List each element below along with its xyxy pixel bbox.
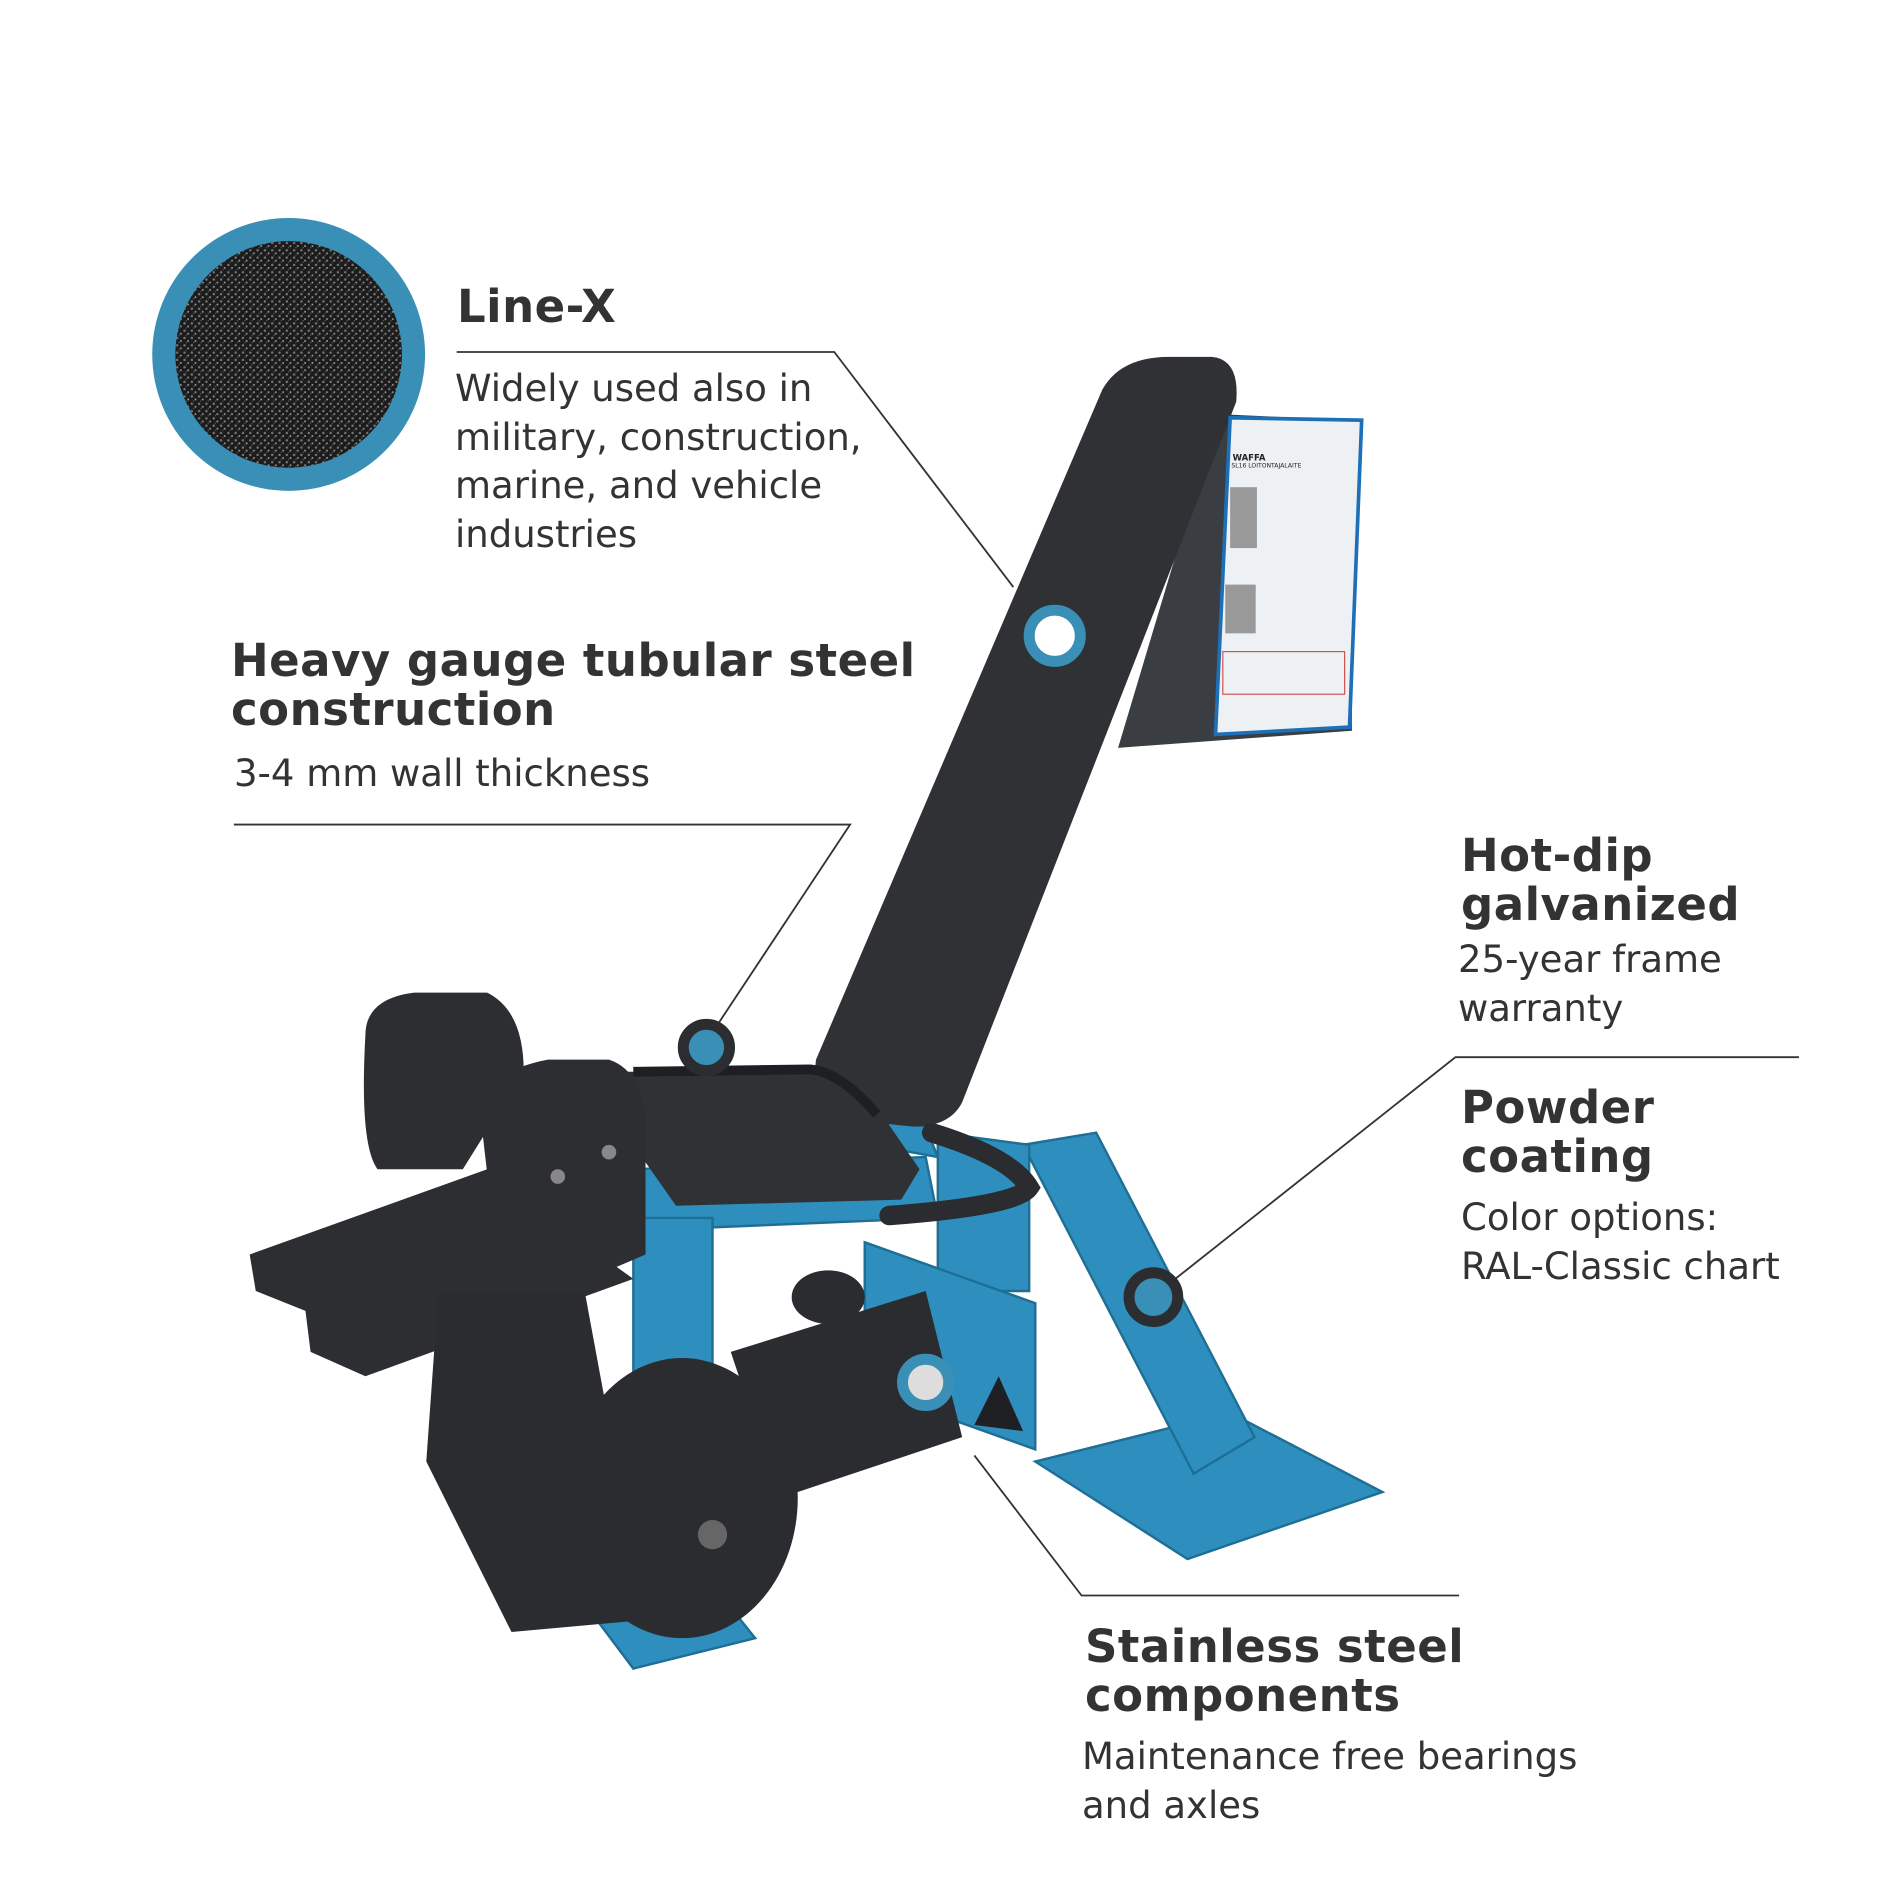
steel-description: 3-4 mm wall thickness (234, 752, 651, 795)
text-line: RAL-Classic chart (1461, 1244, 1780, 1288)
stainless-title: Stainless steel components (1085, 1622, 1464, 1720)
pivot-mechanism (426, 1270, 1024, 1639)
galvanized-description: 25-year frame warranty (1458, 936, 1722, 1033)
text-line: Color options: (1461, 1196, 1719, 1239)
text-line: Stainless steel (1085, 1620, 1465, 1673)
leg-pads (249, 992, 646, 1377)
text-line: Hot-dip (1461, 829, 1654, 882)
powder-description: Color options: RAL-Classic chart (1461, 1194, 1780, 1291)
sign-brand: WAFFA (1233, 453, 1266, 463)
instruction-sign: WAFFA SL16 LOITONTAJALAITE (1213, 415, 1364, 737)
text-line: galvanized (1461, 878, 1741, 931)
text-line: and axles (1082, 1783, 1261, 1827)
powder-title: Powder coating (1461, 1083, 1654, 1181)
steel-title: Heavy gauge tubular steel construction (231, 636, 916, 734)
line-x-texture-swatch (152, 218, 426, 491)
sign-product: SL16 LOITONTAJALAITE (1231, 463, 1301, 470)
text-line: industries (455, 512, 637, 556)
line-x-description: Widely used also in military, constructi… (455, 365, 862, 559)
text-line: marine, and vehicle (455, 464, 823, 507)
seat (627, 1064, 1041, 1226)
stainless-description: Maintenance free bearings and axles (1082, 1733, 1577, 1830)
text-line: components (1085, 1669, 1401, 1722)
text-line: Powder (1461, 1081, 1655, 1134)
text-line: military, construction, (455, 415, 862, 459)
callout-markers (677, 604, 1184, 1411)
line-x-title: Line-X (457, 280, 617, 333)
text-line: Heavy gauge tubular steel (231, 634, 916, 687)
galvanized-title: Hot-dip galvanized (1461, 831, 1740, 929)
text-line: Maintenance free bearings (1082, 1735, 1578, 1778)
text-line: Widely used also in (455, 367, 813, 410)
text-line: coating (1461, 1130, 1654, 1183)
text-line: construction (231, 683, 556, 736)
leader-lines (233, 351, 1799, 1597)
text-line: 25-year frame (1458, 938, 1722, 981)
text-line: warranty (1458, 986, 1624, 1030)
